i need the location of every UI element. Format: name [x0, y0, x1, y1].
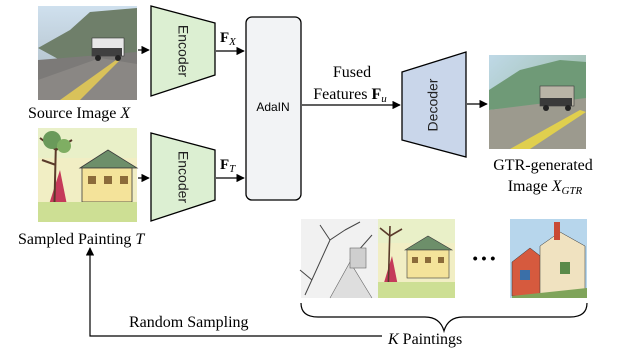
source-image — [38, 6, 137, 100]
adain-label: AdaIN — [256, 100, 289, 114]
output-line2: Image XGTR — [508, 178, 583, 197]
output-line1: GTR-generated — [493, 157, 593, 174]
painting-thumb-village — [510, 219, 587, 298]
random-sampling-label: Random Sampling — [129, 314, 249, 331]
painting-thumb-sketch — [299, 219, 378, 299]
encoder-bottom-label: Encoder — [175, 151, 191, 203]
adain-block — [245, 16, 302, 201]
decoder — [401, 51, 467, 158]
decoder-label: Decoder — [425, 78, 441, 131]
sampled-painting — [38, 128, 139, 223]
encoder-bottom — [150, 132, 216, 222]
random-sampling-arrow — [85, 247, 382, 337]
paintings-brace — [300, 302, 588, 334]
source-image-caption: Source Image X — [28, 105, 131, 122]
fused-line1: Fused — [333, 64, 371, 81]
more-paintings-ellipsis: • • • — [473, 250, 496, 266]
output-image — [489, 55, 586, 149]
painting-thumb-temple — [378, 219, 455, 298]
encoder-top — [150, 5, 216, 97]
encoder-top-label: Encoder — [175, 25, 191, 77]
sampled-painting-caption: Sampled Painting T — [18, 231, 145, 248]
k-paintings-label: K Paintings — [387, 331, 462, 348]
feature-t-label: FT — [220, 157, 236, 175]
feature-x-label: FX — [220, 30, 237, 48]
fused-line2: Features Fu — [313, 86, 387, 105]
